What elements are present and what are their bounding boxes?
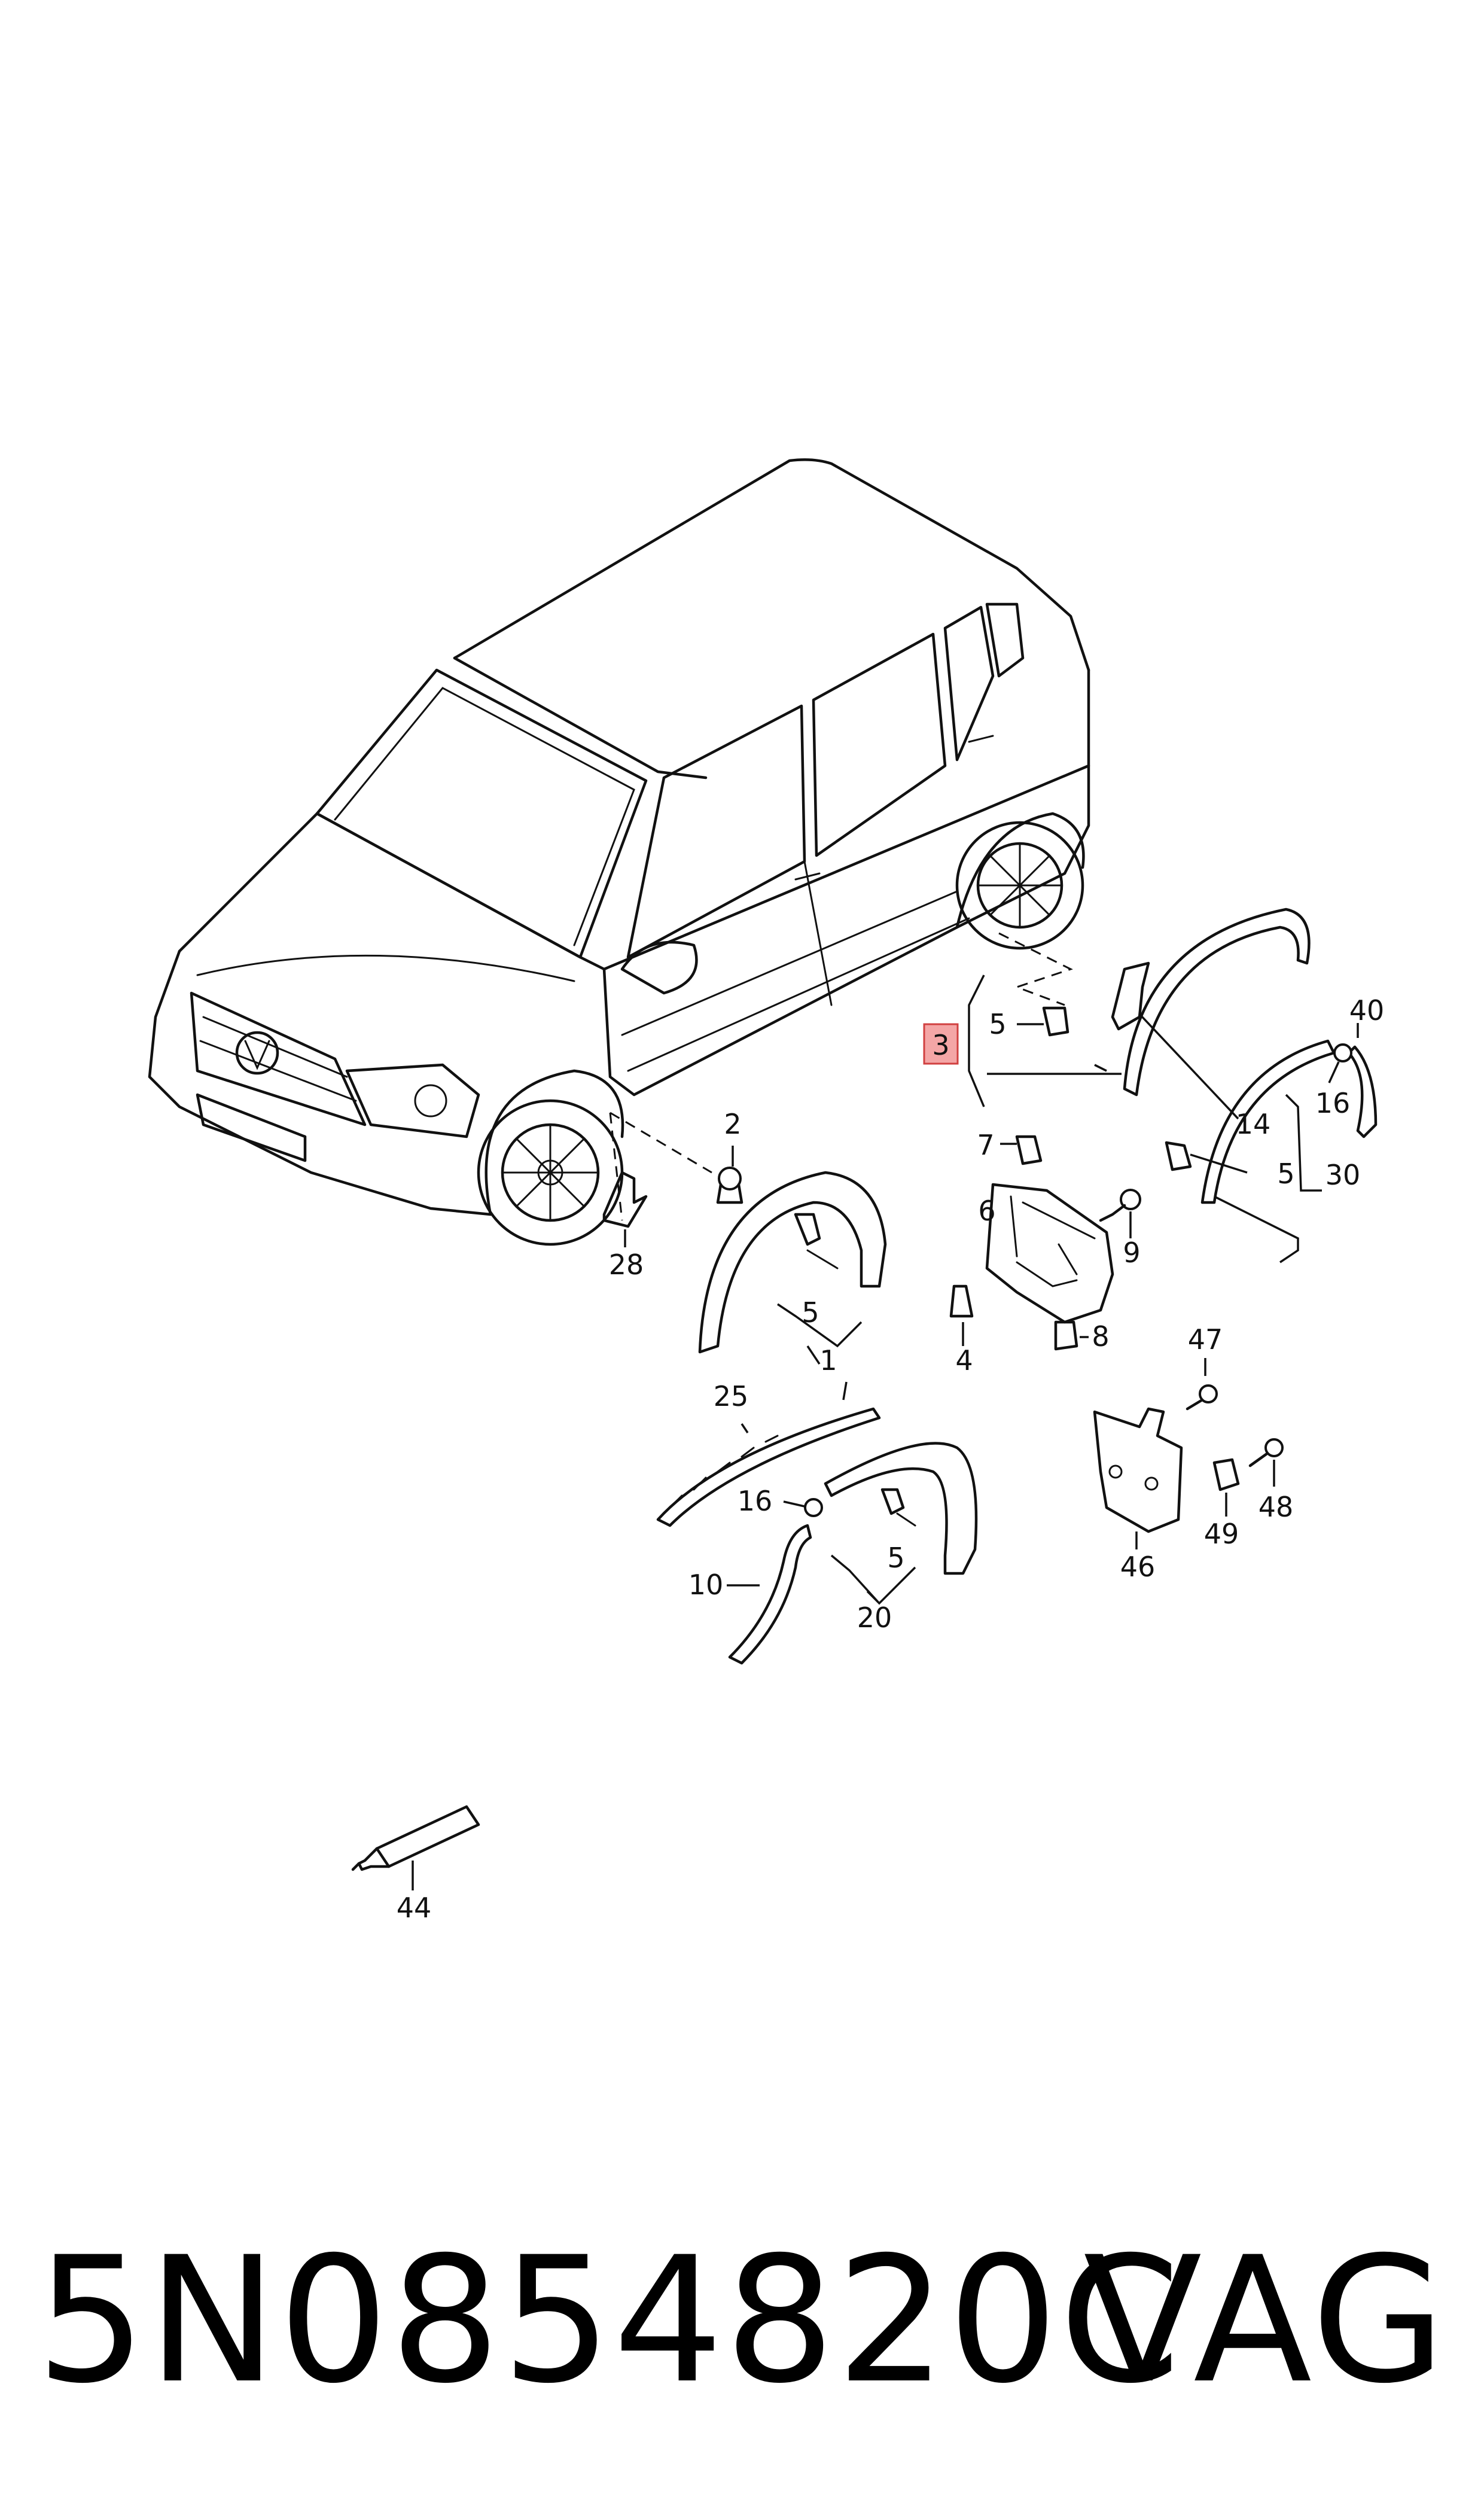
callout-47: 47 — [1188, 1323, 1223, 1356]
part-14-bracket — [1111, 961, 1239, 1120]
callout-3-highlighted: 3 — [923, 1023, 959, 1065]
callout-4: 4 — [955, 1344, 973, 1377]
part-46-mudflap — [1093, 1407, 1183, 1549]
callout-20: 20 — [857, 1601, 892, 1634]
part-8-nut — [1054, 1320, 1089, 1351]
part-10-moulding — [727, 1524, 812, 1665]
leader-dashed-front-2 — [609, 1112, 623, 1221]
callout-30: 30 — [1325, 1159, 1361, 1191]
callout-3: 3 — [932, 1029, 949, 1061]
callout-5-lower: 5 — [887, 1542, 904, 1574]
callout-5-front: 5 — [802, 1296, 819, 1329]
callout-5-rear: 5 — [1277, 1158, 1294, 1190]
callout-10: 10 — [688, 1569, 724, 1601]
part-6-mudflap-bracket — [985, 1183, 1114, 1324]
callout-44: 44 — [397, 1892, 432, 1924]
callout-16-lower: 16 — [738, 1485, 773, 1517]
footer: 5N0854820C VAG — [0, 2213, 1484, 2429]
callout-5-upper: 5 — [989, 1008, 1006, 1040]
part-49-nut — [1212, 1458, 1240, 1517]
part-5-clip-upper — [1017, 1006, 1069, 1037]
callout-49: 49 — [1204, 1518, 1239, 1550]
part-16-clip-lower — [783, 1498, 823, 1517]
part-7-clip — [1000, 1135, 1043, 1165]
part-47-screw — [1186, 1358, 1218, 1411]
part-1-front-arch-trim — [698, 1171, 887, 1365]
callout-8: 8 — [1092, 1320, 1109, 1353]
callout-16-upper: 16 — [1315, 1087, 1351, 1119]
leader-dashed-front — [610, 1112, 712, 1174]
part-2-clip — [716, 1146, 743, 1204]
vehicle-illustration — [148, 458, 1090, 1246]
part-28-bracket — [602, 1171, 648, 1247]
callout-14: 14 — [1236, 1108, 1271, 1140]
part-30-rear-lower-arch — [1165, 1039, 1336, 1263]
part-9-screw — [1099, 1189, 1141, 1238]
part-4-push-clip — [949, 1284, 974, 1346]
callout-labels: 1 2 3 4 5 5 5 5 6 7 8 9 10 14 16 16 20 2… — [397, 994, 1385, 1924]
callout-6: 6 — [978, 1195, 995, 1227]
callout-7: 7 — [977, 1129, 994, 1161]
callout-48: 48 — [1258, 1491, 1294, 1523]
callout-2: 2 — [724, 1108, 741, 1140]
callout-9: 9 — [1123, 1237, 1140, 1269]
part-3-rear-arch-trim — [968, 908, 1311, 1107]
part-48-bolt — [1248, 1438, 1284, 1487]
callout-40: 40 — [1349, 994, 1385, 1027]
callout-28: 28 — [609, 1249, 644, 1281]
leader-dashed-rear — [998, 932, 1073, 1006]
part-number: 5N0854820C — [36, 2220, 1182, 2422]
callout-1: 1 — [819, 1344, 837, 1377]
part-40-trim-end — [1328, 1023, 1378, 1138]
part-44-sealant-tube — [351, 1805, 480, 1890]
part-25-strip — [656, 1381, 881, 1527]
callout-46: 46 — [1120, 1551, 1156, 1583]
part-20-lower-arch-trim — [824, 1442, 978, 1605]
callout-25: 25 — [714, 1380, 749, 1412]
brand-name: VAG — [1083, 2220, 1448, 2422]
